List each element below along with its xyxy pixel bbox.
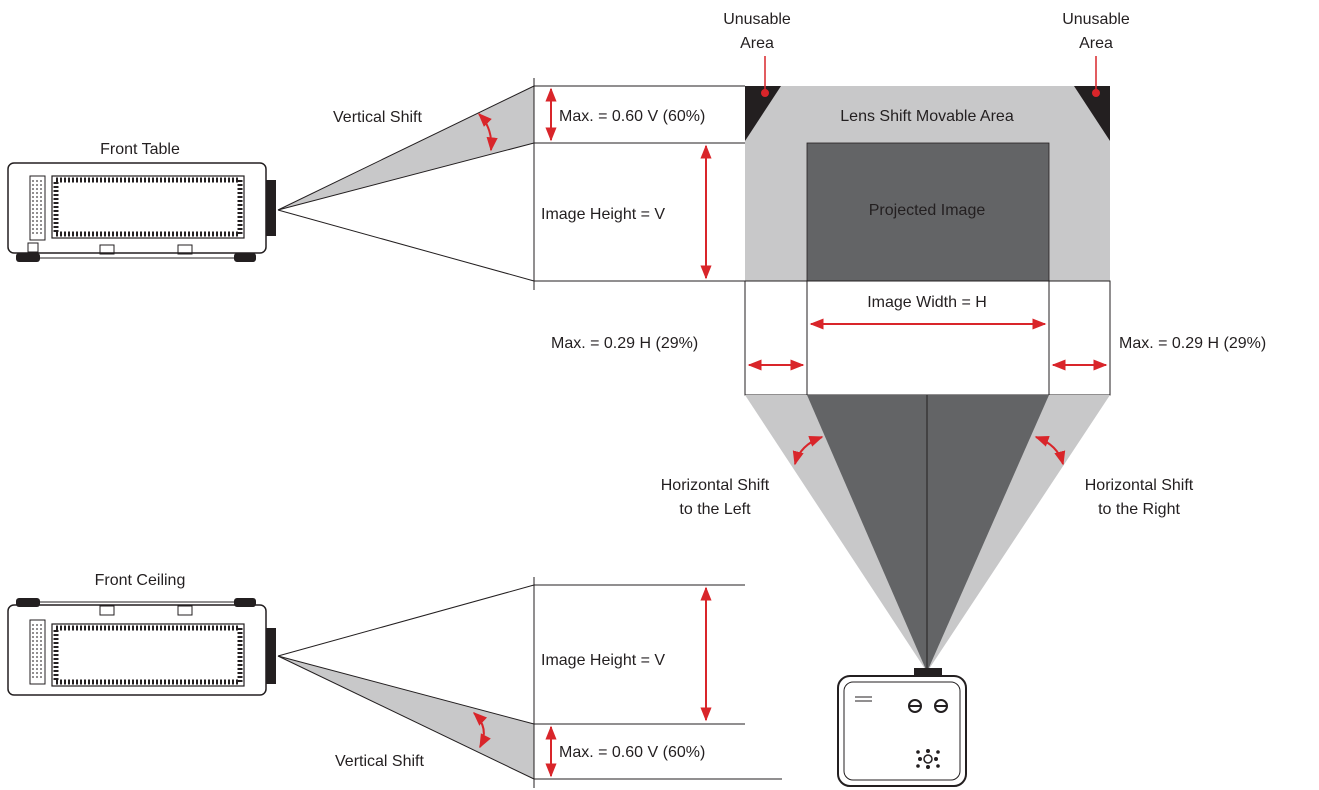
front-table-label: Front Table xyxy=(100,141,180,158)
max-v-label-bottom: Max. = 0.60 V (60%) xyxy=(559,744,705,761)
hshift-left-line2: to the Left xyxy=(679,501,751,518)
unusable-area-left-line1: Unusable xyxy=(723,11,791,28)
projector-side-view-ceiling xyxy=(7,598,276,696)
hshift-left-line1: Horizontal Shift xyxy=(661,477,770,494)
vertical-shift-arc-top xyxy=(478,113,498,152)
unusable-area-right-line2: Area xyxy=(1079,35,1113,52)
ceiling-screen-lines xyxy=(533,577,782,788)
projected-image-label: Projected Image xyxy=(869,202,986,219)
table-screen-lines xyxy=(533,78,745,290)
hshift-right-line1: Horizontal Shift xyxy=(1085,477,1194,494)
projected-image-rect xyxy=(806,142,1050,282)
unusable-area-left-line2: Area xyxy=(740,35,774,52)
ceiling-projection-beam xyxy=(277,584,535,780)
top-view-projection-beam xyxy=(745,395,1110,672)
max-v-label-top: Max. = 0.60 V (60%) xyxy=(559,108,705,125)
vertical-shift-label-top: Vertical Shift xyxy=(333,109,422,126)
unusable-area-right-line1: Unusable xyxy=(1062,11,1130,28)
projector-side-view-table xyxy=(7,162,276,262)
vertical-shift-arc-bottom xyxy=(472,712,491,749)
unusable-corner-left xyxy=(745,86,781,141)
max-h-label-left: Max. = 0.29 H (29%) xyxy=(551,335,698,352)
table-projection-beam xyxy=(277,85,535,282)
horizontal-shift-arc-right xyxy=(1034,436,1066,466)
horizontal-shift-arc-left xyxy=(792,436,824,466)
lens-shift-area-label: Lens Shift Movable Area xyxy=(840,108,1014,125)
image-height-label-top: Image Height = V xyxy=(541,206,665,223)
hshift-right-line2: to the Right xyxy=(1098,501,1180,518)
image-width-label: Image Width = H xyxy=(867,294,987,311)
unusable-corner-right xyxy=(1074,86,1110,141)
image-height-label-bottom: Image Height = V xyxy=(541,652,665,669)
max-h-label-right: Max. = 0.29 H (29%) xyxy=(1119,335,1266,352)
vertical-shift-label-bottom: Vertical Shift xyxy=(335,753,424,770)
front-ceiling-label: Front Ceiling xyxy=(95,572,186,589)
projector-top-view xyxy=(837,668,967,787)
